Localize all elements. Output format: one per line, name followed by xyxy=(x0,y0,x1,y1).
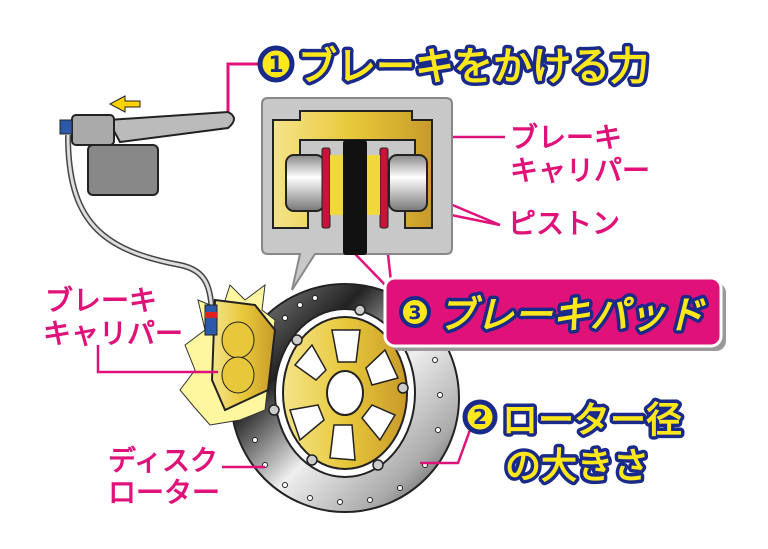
pad-number: 3 xyxy=(408,302,421,324)
rotor-label-2: ローター xyxy=(108,476,220,509)
pad-label: ブレーキパッド xyxy=(438,293,706,337)
brake-pad-banner: 3 ブレーキパッド xyxy=(383,276,726,351)
number-badge-2 xyxy=(462,399,498,435)
number-badge-3 xyxy=(399,296,431,328)
inset-caliper-label-1: ブレーキ xyxy=(510,121,622,154)
title-text: ブレーキをかける力 xyxy=(298,45,649,90)
title-leader-line xyxy=(226,62,262,118)
brake-caliper-illustration xyxy=(179,283,277,426)
rotor-size-number: 2 xyxy=(473,405,487,429)
inset-caliper-label-2: キャリパー xyxy=(510,154,650,187)
piston-label: ピストン xyxy=(508,207,620,240)
title-number: 1 xyxy=(268,53,283,78)
number-badge-1 xyxy=(257,45,295,83)
caliper-cross-section-inset xyxy=(261,97,453,291)
caliper-label-1: ブレーキ xyxy=(45,284,157,317)
rotor-label-1: ディスク xyxy=(108,444,218,477)
rotor-size-line2: の大きさ xyxy=(505,446,649,487)
arrow-left-icon xyxy=(108,95,141,113)
caliper-label-2: キャリパー xyxy=(43,317,183,350)
rotor-size-line1: ローター径 xyxy=(502,400,682,441)
brake-lever-illustration xyxy=(59,95,235,321)
